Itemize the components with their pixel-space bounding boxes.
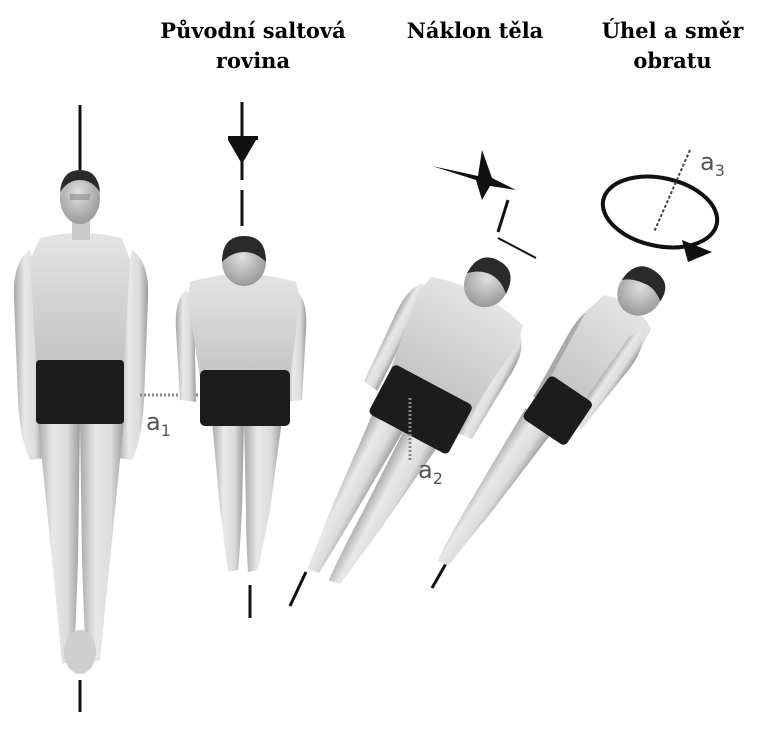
plane-arrow-icon	[228, 140, 256, 164]
tilt-axis-top	[498, 200, 508, 232]
twist-axis	[654, 150, 690, 232]
label-a2: a2	[418, 456, 443, 488]
label-a1: a1	[146, 408, 171, 440]
rotation-ellipse	[596, 167, 724, 258]
figure-body-tilt	[270, 150, 555, 610]
figure-standing	[14, 105, 148, 712]
tilt-arrow-icon	[432, 150, 516, 200]
tilt-axis-bottom	[290, 572, 306, 606]
label-a3: a3	[700, 148, 725, 180]
figure-original-plane	[176, 102, 307, 618]
